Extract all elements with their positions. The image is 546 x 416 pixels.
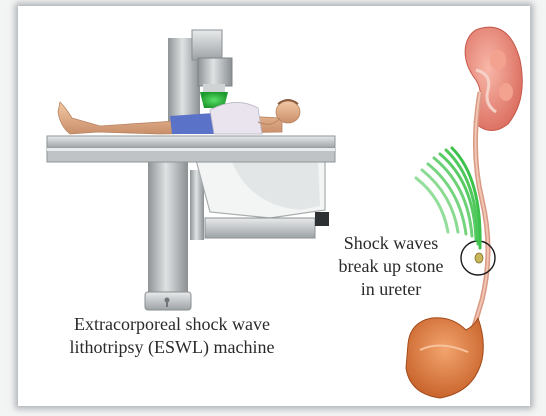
kidney-stone [475, 253, 483, 263]
shock-waves-caption-line1: Shock waves [321, 232, 461, 255]
shock-waves-caption-line2: break up stone [321, 255, 461, 278]
machine-base [145, 160, 204, 310]
patient-table [47, 136, 335, 162]
shock-waves-caption-line3: in ureter [321, 278, 461, 301]
kidney [465, 27, 522, 130]
generator-housing [196, 160, 329, 238]
machine-caption: Extracorporeal shock wave lithotripsy (E… [52, 313, 292, 359]
machine-caption-line1: Extracorporeal shock wave [52, 313, 292, 336]
shock-waves-caption: Shock waves break up stone in ureter [321, 232, 461, 301]
bladder [406, 318, 483, 398]
machine-caption-line2: lithotripsy (ESWL) machine [52, 336, 292, 359]
